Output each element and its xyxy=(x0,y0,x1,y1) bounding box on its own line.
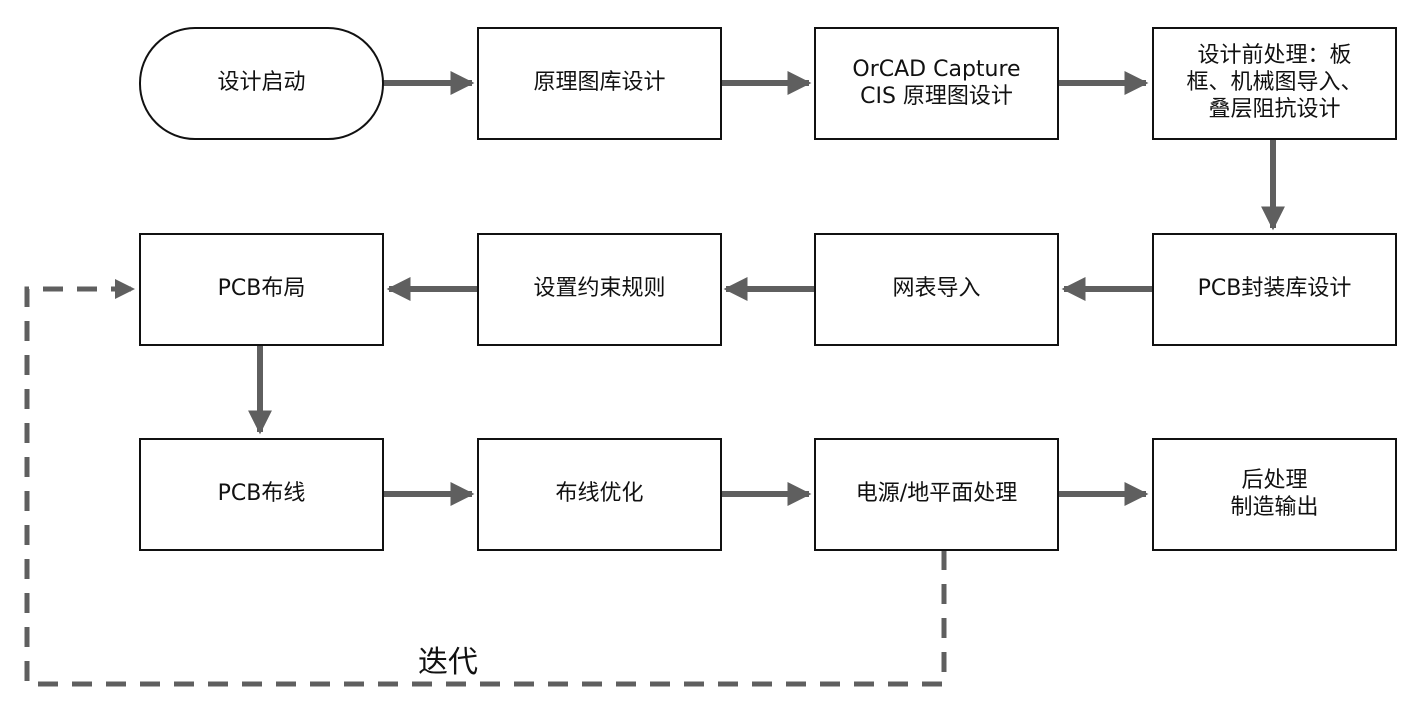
node-schematic-library: 原理图库设计 xyxy=(477,27,722,140)
node-netlist-import-label: 网表导入 xyxy=(892,276,981,302)
node-routing-optimize-label: 布线优化 xyxy=(555,481,644,507)
node-start-label: 设计启动 xyxy=(217,70,306,96)
node-routing-optimize: 布线优化 xyxy=(477,438,722,551)
node-power-plane-label: 电源/地平面处理 xyxy=(855,481,1018,507)
node-pre-design: 设计前处理：板 框、机械图导入、 叠层阻抗设计 xyxy=(1152,27,1397,140)
node-schematic-library-label: 原理图库设计 xyxy=(533,70,666,96)
node-constraints: 设置约束规则 xyxy=(477,233,722,346)
node-pre-design-label: 设计前处理：板 框、机械图导入、 叠层阻抗设计 xyxy=(1186,43,1363,122)
arrow-iteration-loop xyxy=(24,279,947,687)
node-start: 设计启动 xyxy=(139,27,384,140)
node-post-processing: 后处理 制造输出 xyxy=(1152,438,1397,551)
node-netlist-import: 网表导入 xyxy=(814,233,1059,346)
node-package-library: PCB封装库设计 xyxy=(1152,233,1397,346)
node-pcb-placement-label: PCB布局 xyxy=(217,276,306,302)
node-pcb-routing: PCB布线 xyxy=(139,438,384,551)
node-package-library-label: PCB封装库设计 xyxy=(1197,276,1352,302)
iteration-label: 迭代 xyxy=(418,645,478,680)
node-constraints-label: 设置约束规则 xyxy=(533,276,666,302)
node-orcad-capture: OrCAD Capture CIS 原理图设计 xyxy=(814,27,1059,140)
node-orcad-capture-label: OrCAD Capture CIS 原理图设计 xyxy=(852,56,1021,109)
node-pcb-routing-label: PCB布线 xyxy=(217,481,306,507)
node-power-plane: 电源/地平面处理 xyxy=(814,438,1059,551)
node-post-processing-label: 后处理 制造输出 xyxy=(1230,467,1319,520)
node-pcb-placement: PCB布局 xyxy=(139,233,384,346)
